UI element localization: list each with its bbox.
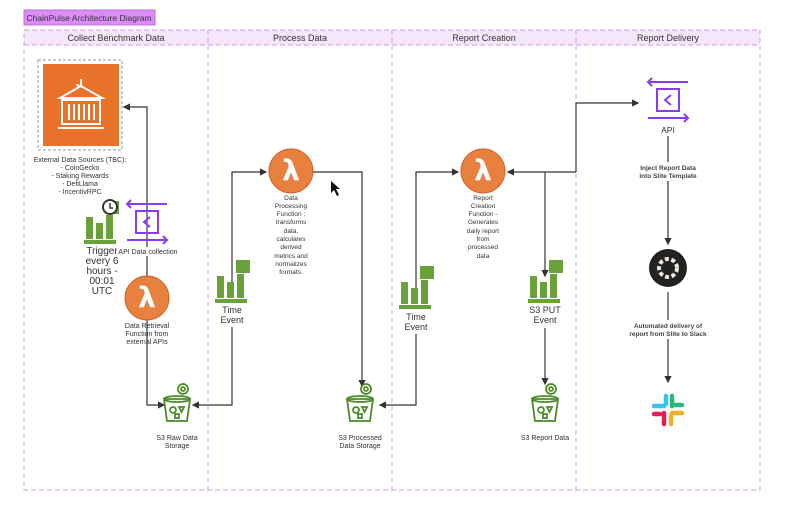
label-line: Data Retrieval: [125, 323, 170, 330]
label-line: report from Slite to Slack: [629, 331, 707, 338]
s3-bucket-icon: [346, 383, 374, 422]
lambda-icon: [268, 148, 314, 194]
label-line: calculates: [277, 236, 307, 243]
api-collection-label: API Data collection: [118, 249, 177, 256]
label-line: S3 Processed: [338, 435, 382, 442]
label-line: derived: [280, 244, 302, 251]
label-line: External Data Sources (TBC):: [34, 157, 127, 164]
connectors: [122, 99, 672, 409]
label-line: Inject Report Data: [640, 165, 696, 172]
label-line: external APIs: [126, 339, 168, 346]
external-sources-label: External Data Sources (TBC): - CoinGecko…: [34, 157, 127, 196]
label-line: Time: [222, 305, 242, 315]
label-line: daily report: [467, 228, 499, 235]
inject-label: Inject Report Data into Slite Template: [639, 165, 697, 180]
label-line: S3 Raw Data: [156, 435, 197, 442]
lane-header-report-delivery: Report Delivery: [637, 33, 700, 43]
label-line: formats.: [279, 269, 303, 276]
data-processing-label: Data Processing Function : transforms da…: [274, 195, 308, 276]
label-line: every 6: [86, 256, 119, 267]
label-line: - Staking Rewards: [51, 173, 109, 180]
label-line: Data Storage: [339, 443, 380, 450]
label-line: Processing: [275, 203, 308, 210]
time-event-1-label: Time Event: [220, 305, 244, 325]
report-creation-label: Report Creation Function - Generates dai…: [467, 195, 499, 260]
trigger-label: Trigger every 6 hours - 00:01 UTC: [86, 246, 119, 297]
lambda-icon: [460, 148, 506, 194]
lambda-icon: [124, 275, 170, 321]
lane-header-report-creation: Report Creation: [452, 33, 516, 43]
label-line: data,: [284, 228, 299, 235]
s3-bucket-icon: [531, 383, 559, 422]
s3-raw-label: S3 Raw Data Storage: [156, 435, 197, 450]
label-line: Event: [533, 315, 557, 325]
label-line: hours -: [86, 266, 117, 277]
diagram-title: ChainPulse Architecture Diagram: [26, 13, 151, 23]
label-line: normalizes: [275, 261, 307, 268]
lane-header-collect: Collect Benchmark Data: [67, 33, 164, 43]
label-line: Event: [404, 322, 428, 332]
s3-processed-label: S3 Processed Data Storage: [338, 435, 382, 450]
time-event-2-label: Time Event: [404, 312, 428, 332]
label-line: Time: [406, 312, 426, 322]
label-line: transforms: [276, 219, 307, 226]
api-label: API: [661, 125, 675, 135]
label-line: - DefiLlama: [62, 181, 98, 188]
label-line: Trigger: [86, 246, 118, 257]
eventbridge-clock-icon: [84, 199, 119, 244]
label-line: metrics and: [274, 253, 308, 260]
label-line: processed: [468, 244, 498, 251]
slack-logo-icon: [651, 393, 685, 427]
swimlanes: [23, 29, 761, 491]
label-line: Function -: [469, 211, 498, 218]
s3-bucket-icon: [163, 383, 191, 422]
slite-logo-icon: [649, 249, 687, 287]
label-line: Function :: [277, 211, 306, 218]
s3-report-label: S3 Report Data: [521, 435, 569, 442]
label-line: into Slite Template: [639, 173, 697, 180]
external-sources-frame: [37, 59, 123, 151]
title-badge: [23, 9, 156, 26]
s3-put-event-label: S3 PUT Event: [529, 305, 561, 325]
label-line: Function from: [126, 331, 169, 338]
lane-header-process: Process Data: [273, 33, 327, 43]
warehouse-icon: [43, 64, 119, 146]
label-line: data: [477, 253, 490, 260]
label-line: - CoinGecko: [61, 165, 100, 172]
label-line: Generates: [468, 219, 499, 226]
label-line: UTC: [92, 286, 113, 297]
label-line: from: [477, 236, 490, 243]
label-line: Report: [473, 195, 493, 202]
label-line: Data: [284, 195, 298, 202]
label-line: 00:01: [89, 276, 114, 287]
label-line: S3 PUT: [529, 305, 561, 315]
mouse-cursor-icon: [331, 181, 340, 196]
delivery-label: Automated delivery of report from Slite …: [629, 323, 707, 338]
data-retrieval-label: Data Retrieval Function from external AP…: [125, 323, 170, 346]
label-line: Creation: [471, 203, 496, 210]
label-line: Event: [220, 315, 244, 325]
label-line: Automated delivery of: [634, 323, 703, 330]
label-line: - IncentivRPC: [58, 189, 101, 196]
api-gateway-icon: [647, 77, 689, 123]
label-line: Storage: [165, 443, 190, 450]
